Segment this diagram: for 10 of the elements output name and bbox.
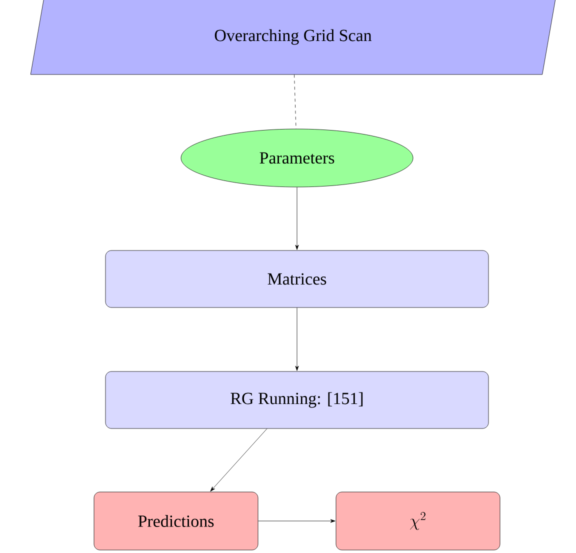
arrow — [295, 308, 299, 371]
process-box: Matrices — [105, 250, 489, 308]
process-box: RG Running: [151] — [105, 371, 489, 429]
dashed-line — [294, 74, 296, 129]
arrow — [258, 519, 336, 523]
arrow — [210, 428, 268, 492]
arrow — [295, 187, 299, 250]
process-box: Predictions — [94, 492, 258, 550]
scan-parallelogram: Overarching Grid Scan — [30, 0, 556, 75]
process-box: $\chi^2$ — [336, 492, 500, 550]
